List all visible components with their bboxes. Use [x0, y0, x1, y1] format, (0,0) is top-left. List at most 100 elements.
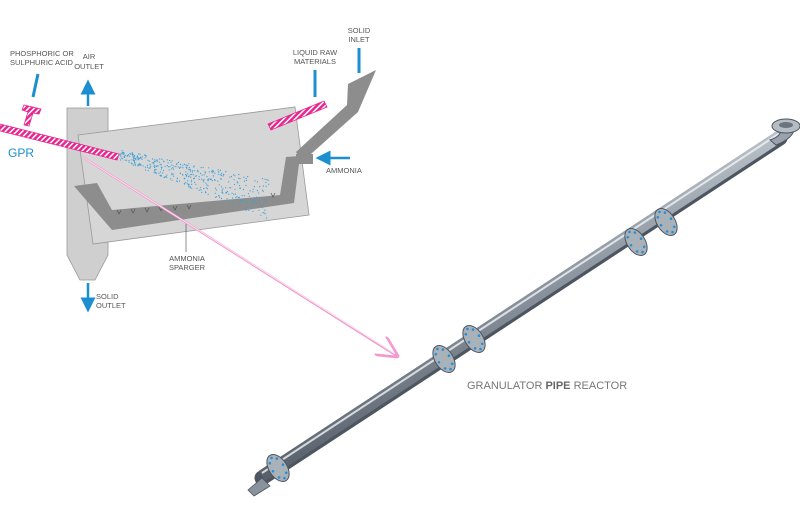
spray-dot	[238, 174, 240, 176]
acid-arrow	[31, 73, 40, 98]
spray-dot	[239, 178, 241, 180]
spray-dot	[255, 202, 257, 204]
spray-dot	[189, 187, 191, 189]
spray-dot	[263, 201, 265, 204]
spray-dot	[144, 154, 146, 156]
spray-dot	[226, 191, 228, 193]
spray-dot	[207, 180, 209, 182]
spray-dot	[220, 186, 223, 188]
spray-dot	[189, 169, 191, 171]
spray-dot	[233, 193, 235, 195]
pipe-flange	[266, 453, 290, 483]
spray-dot	[214, 192, 216, 194]
spray-dot	[200, 167, 202, 169]
spray-dot	[244, 200, 246, 202]
spray-dot	[161, 158, 163, 160]
spray-dot	[172, 167, 174, 169]
spray-dot	[154, 165, 156, 167]
spray-dot	[222, 192, 224, 194]
spray-dot	[185, 166, 187, 168]
spray-dot	[171, 164, 173, 166]
spray-dot	[182, 167, 184, 169]
flange-bolt	[633, 231, 637, 234]
spray-dot	[205, 187, 207, 189]
spray-dot	[201, 191, 203, 193]
spray-dot	[212, 170, 214, 172]
spray-dot	[196, 187, 198, 189]
spray-dot	[248, 209, 250, 211]
flange-bolt	[479, 347, 482, 351]
solid-inlet-chute	[296, 70, 376, 162]
spray-dot	[243, 176, 245, 178]
spray-dot	[131, 152, 133, 154]
spray-dot	[131, 159, 133, 161]
spray-dot	[180, 166, 182, 168]
flange-bolt	[471, 328, 475, 331]
spray-dot	[263, 212, 265, 214]
spray-dot	[139, 164, 141, 166]
flange-bolt	[672, 225, 676, 229]
spray-dot	[176, 180, 178, 182]
spray-dot	[165, 176, 167, 178]
spray-dot	[202, 181, 205, 183]
spray-dot	[200, 189, 202, 191]
spray-dot	[247, 206, 249, 208]
spray-dot	[233, 179, 235, 181]
spray-dot	[239, 184, 241, 187]
spray-dot	[218, 195, 220, 197]
spray-dot	[257, 200, 259, 202]
spray-dot	[206, 184, 208, 186]
spray-dot	[148, 167, 150, 169]
spray-dot	[138, 158, 140, 160]
spray-dot	[172, 168, 175, 170]
spray-dot	[214, 172, 216, 174]
spray-dot	[186, 168, 188, 170]
spray-dot	[170, 178, 172, 180]
spray-dot	[183, 163, 186, 165]
spray-dot	[162, 169, 165, 171]
spray-dot	[238, 196, 240, 198]
spray-dot	[166, 174, 168, 176]
spray-dot	[207, 193, 209, 195]
spray-dot	[185, 182, 187, 184]
ammonia-sparger	[74, 156, 300, 230]
spray-dot	[225, 187, 227, 189]
pipe-reactor-caption: GRANULATOR PIPE REACTOR	[467, 380, 627, 392]
spray-dot	[150, 165, 152, 167]
flange-bolt	[464, 332, 468, 336]
spray-dot	[226, 191, 229, 193]
spray-dot	[219, 169, 221, 171]
spray-dot	[187, 173, 189, 175]
spray-dot	[255, 203, 257, 205]
spray-dot	[163, 161, 165, 163]
spray-dot	[207, 179, 209, 181]
spray-dot	[218, 184, 220, 186]
spray-dot	[124, 159, 126, 161]
flange-bolt	[656, 215, 660, 219]
spray-dot	[223, 173, 225, 175]
spray-dot	[197, 170, 199, 172]
spray-dot	[179, 172, 182, 174]
spray-dot	[198, 178, 200, 180]
spray-dot	[202, 179, 204, 181]
spray-dot	[233, 183, 236, 186]
spray-dot	[218, 173, 220, 175]
flange-bolt	[441, 348, 445, 351]
spray-dot	[235, 197, 237, 199]
spray-dot	[140, 164, 142, 166]
spray-dot	[167, 162, 169, 164]
spray-dot	[243, 200, 245, 202]
spray-dot	[220, 172, 223, 174]
spray-dot	[265, 185, 267, 187]
spray-dot	[120, 153, 122, 155]
spray-dot	[188, 185, 190, 187]
spray-dot	[147, 166, 149, 168]
spray-dot	[262, 190, 264, 192]
spray-dot	[267, 179, 269, 181]
spray-dot	[167, 166, 170, 168]
spray-dot	[162, 172, 164, 174]
spray-dot	[253, 186, 255, 188]
